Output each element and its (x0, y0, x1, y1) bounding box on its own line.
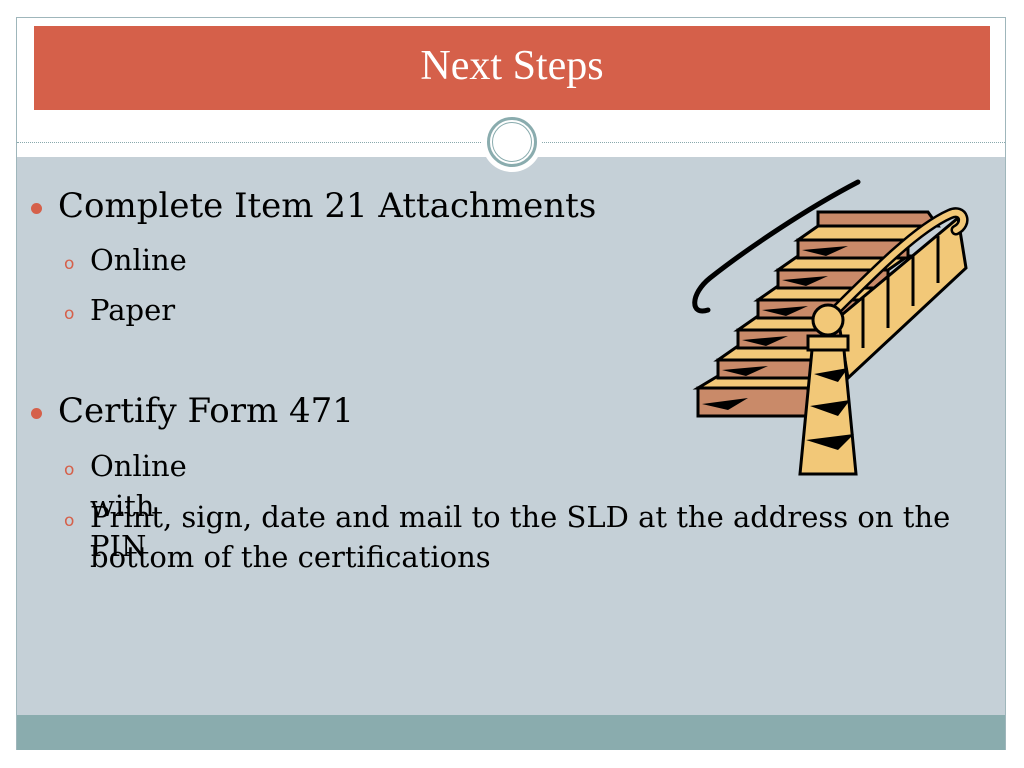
footer-bar (17, 715, 1005, 750)
sub-bullet-icon: o (64, 511, 75, 531)
sub-bullet-item: Online with PIN (90, 449, 187, 563)
slide-title: Next Steps (420, 43, 604, 89)
sub-bullet-item: Paper (90, 293, 176, 327)
sub-bullet-icon: o (64, 304, 75, 324)
bullet-item: Complete Item 21 Attachments (58, 186, 597, 226)
bullet-icon (31, 203, 42, 214)
title-bar: Next Steps (34, 26, 990, 110)
sub-bullet-item: Print, sign, date and mail to the SLD at… (90, 500, 951, 574)
ring-ornament-inner (492, 122, 532, 162)
sub-bullet-icon: o (64, 460, 75, 480)
sub-bullet-icon: o (64, 254, 75, 274)
bullet-item: Certify Form 471 (58, 391, 354, 431)
bullet-icon (31, 408, 42, 419)
sub-bullet-item: Online (90, 243, 187, 277)
staircase-clipart (692, 179, 969, 476)
